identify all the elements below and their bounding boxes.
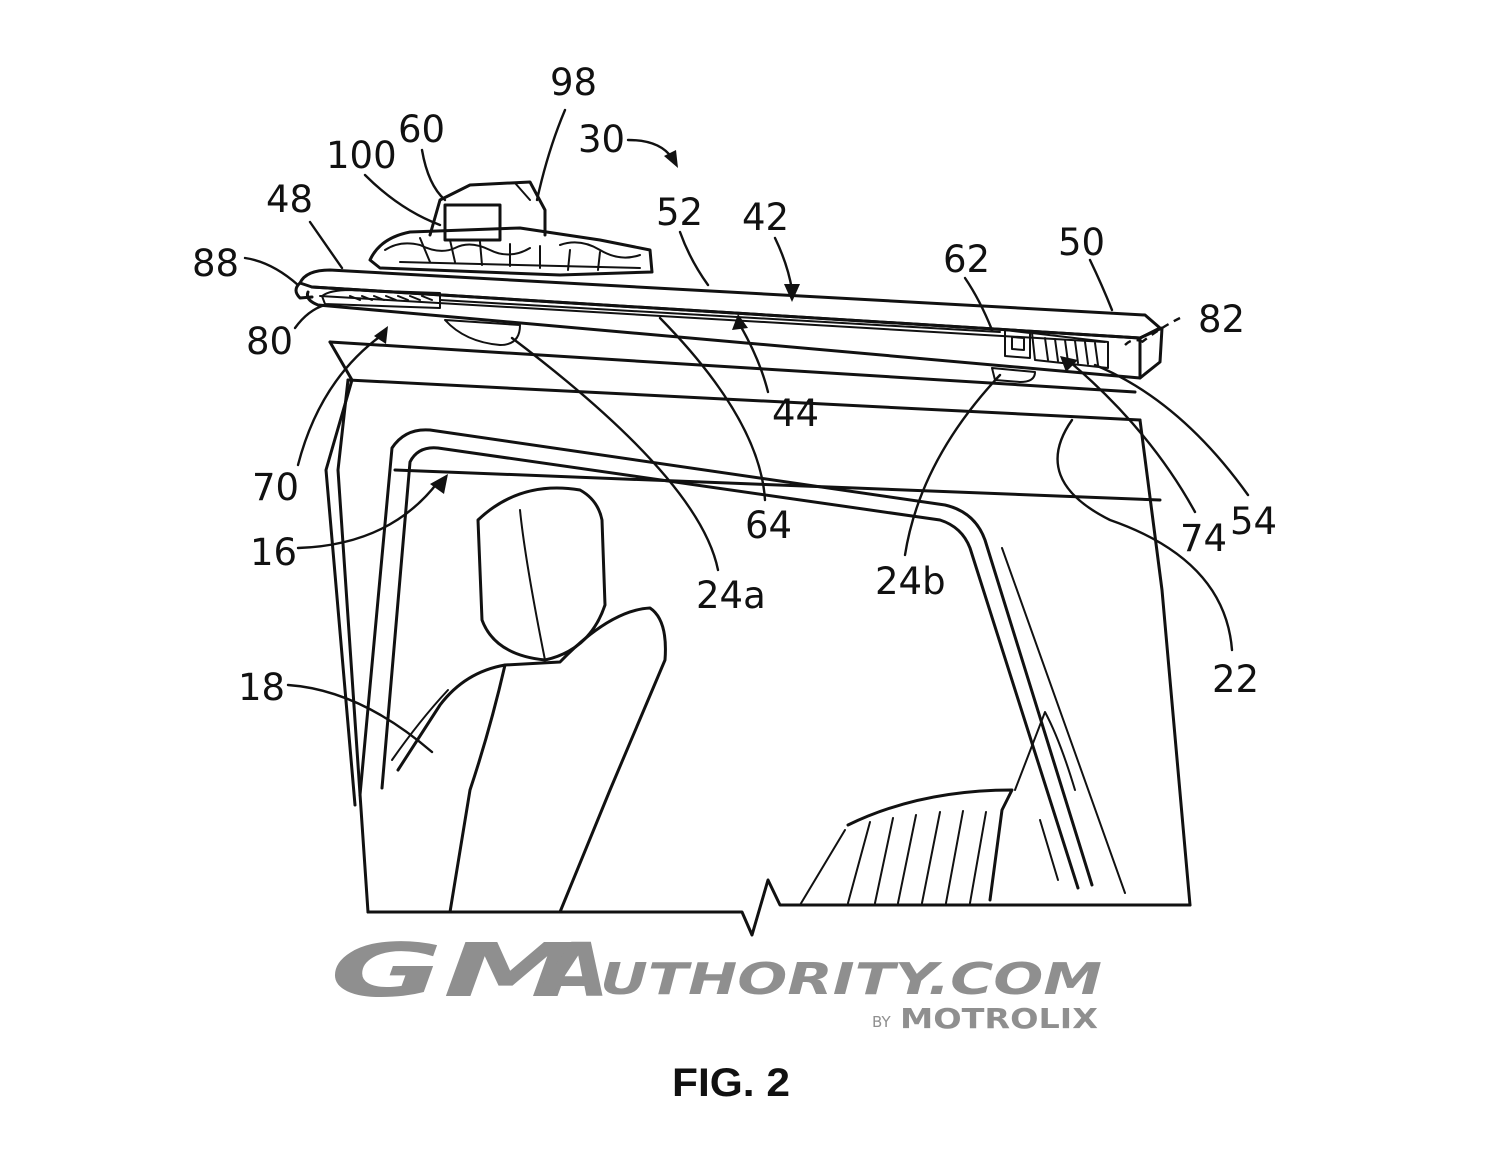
label-54: 54	[1230, 500, 1277, 543]
watermark-by: BY	[872, 1013, 891, 1031]
arrow-head-70	[374, 326, 388, 344]
watermark-logo: GM A UTHORITY.COM BY MOTROLIX	[330, 928, 1102, 1035]
leader-lines	[243, 108, 1250, 754]
label-52: 52	[656, 191, 703, 234]
watermark-gm: GM	[330, 928, 580, 1014]
seat	[391, 486, 1076, 914]
arrow-head-30	[664, 150, 678, 168]
vehicle-body	[324, 340, 1192, 937]
label-24a: 24a	[696, 574, 766, 617]
label-60: 60	[398, 108, 445, 151]
arrow-head-74	[1060, 356, 1078, 372]
label-22: 22	[1212, 658, 1259, 701]
watermark-a: A	[534, 928, 610, 1014]
watermark-authority: UTHORITY.COM	[600, 954, 1102, 1005]
door-opening	[358, 428, 1162, 894]
label-74: 74	[1180, 517, 1227, 560]
label-48: 48	[266, 178, 313, 221]
label-100: 100	[326, 134, 397, 177]
arrow-head-42	[784, 284, 800, 302]
label-98: 98	[550, 61, 597, 104]
arrow-head-16	[430, 474, 448, 494]
reference-numerals: 98 60 100 30 48 88 52 42 62 50 82 80 44 …	[192, 61, 1277, 709]
watermark-motrolix: MOTROLIX	[900, 1002, 1098, 1035]
label-30: 30	[578, 118, 625, 161]
label-24b: 24b	[875, 560, 946, 603]
label-62: 62	[943, 238, 990, 281]
label-64: 64	[745, 504, 792, 547]
label-80: 80	[246, 320, 293, 363]
label-82: 82	[1198, 298, 1245, 341]
rail-assembly	[294, 268, 1164, 383]
label-42: 42	[742, 196, 789, 239]
label-88: 88	[192, 242, 239, 285]
figure-caption: FIG. 2	[672, 1061, 790, 1105]
label-50: 50	[1058, 221, 1105, 264]
label-70: 70	[252, 466, 299, 509]
label-18: 18	[238, 666, 285, 709]
label-44: 44	[772, 392, 819, 435]
arrow-head-44	[732, 314, 748, 330]
sensor-module	[368, 180, 654, 277]
label-16: 16	[250, 531, 297, 574]
